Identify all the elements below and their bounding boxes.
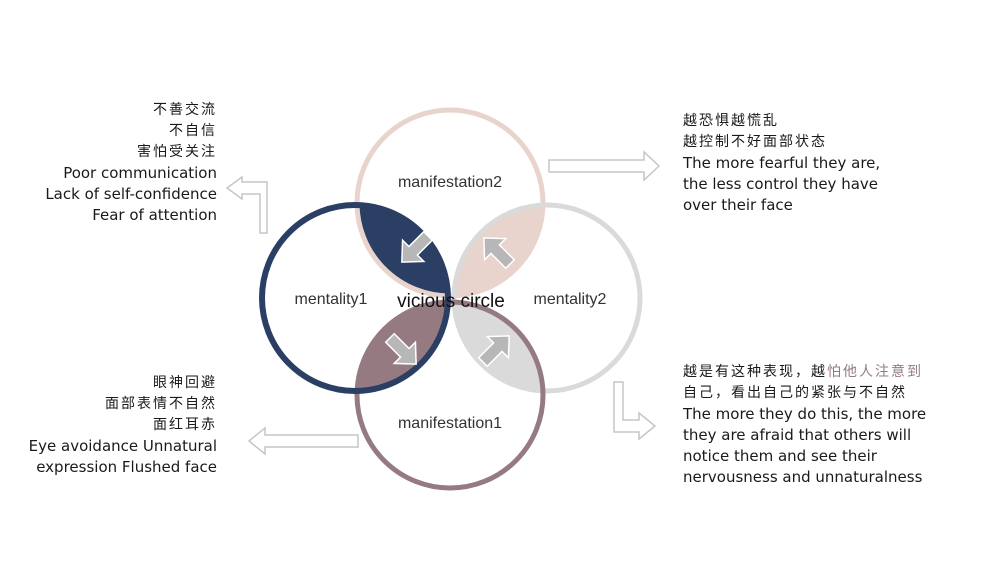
circle-mentality2 [451, 202, 643, 394]
arrow-down-right-icon [384, 332, 417, 365]
annotation-en-line: the less control they have [683, 175, 879, 193]
callout-arrow-bottom-left-icon [247, 426, 359, 456]
annotation-cn-line: 不自信 [169, 123, 217, 139]
annotation-cn-line: 越控制不好面部状态 [683, 134, 827, 150]
annotation-top-right: 越恐惧越慌乱 越控制不好面部状态 The more fearful they a… [683, 111, 880, 216]
arrow-down-left-icon [401, 230, 434, 263]
annotation-en-line: they are afraid that others will [683, 426, 912, 444]
annotation-en-line: Eye avoidance Unnatural [28, 437, 217, 455]
callout-arrow-bottom-right-icon [613, 381, 657, 441]
annotation-en-line: expression Flushed face [36, 458, 217, 476]
annotation-en-line: Lack of self-confidence [45, 185, 217, 203]
annotation-en-line: The more fearful they are, [683, 154, 881, 172]
annotation-top-left: 不善交流 不自信 害怕受关注 Poor communication Lack o… [45, 100, 217, 226]
annotation-cn-line: 越恐惧越慌乱 [683, 113, 779, 129]
circle-manifestation2 [354, 107, 546, 299]
cycle-arrows [384, 230, 516, 368]
annotation-cn-line: 自己，看出自己的紧张与不自然 [683, 385, 907, 401]
annotation-cn-line: 眼神回避 [153, 375, 217, 391]
annotation-en-line: notice them and see their [683, 447, 877, 465]
callout-arrow-top-left-icon [225, 175, 268, 234]
arrow-up-left-icon [483, 237, 516, 270]
label-manifestation2: manifestation2 [398, 174, 502, 191]
annotation-cn-line: 面部表情不自然 [105, 396, 217, 412]
annotation-en-line: Fear of attention [92, 206, 217, 224]
label-mentality1: mentality1 [295, 291, 368, 308]
annotation-cn-line: 越是有这种表现，越怕他人注意到 [683, 362, 983, 383]
annotation-en-line: over their face [683, 196, 793, 214]
annotation-bottom-left: 眼神回避 面部表情不自然 面红耳赤 Eye avoidance Unnatura… [29, 373, 217, 478]
annotation-bottom-right: 越是有这种表现，越怕他人注意到 自己，看出自己的紧张与不自然 The more … [683, 362, 983, 488]
center-label: vicious circle [397, 291, 505, 312]
callout-arrows [225, 150, 661, 456]
annotation-en-line: Poor communication [63, 164, 217, 182]
circle-manifestation1 [354, 299, 546, 491]
annotation-en-line: The more they do this, the more [683, 405, 927, 423]
annotation-cn-line: 面红耳赤 [153, 417, 217, 433]
callout-arrow-top-right-icon [548, 150, 661, 182]
annotation-en-line: nervousness and unnaturalness [683, 468, 923, 486]
annotation-cn-line: 害怕受关注 [137, 144, 217, 160]
circle-mentality1 [259, 202, 451, 394]
annotation-cn-plain: 越是有这种表现，越 [683, 364, 827, 380]
label-manifestation1: manifestation1 [398, 415, 502, 432]
annotation-cn-line: 不善交流 [153, 102, 217, 118]
label-mentality2: mentality2 [534, 291, 607, 308]
arrow-up-right-icon [477, 335, 510, 368]
annotation-cn-highlight: 怕他人注意到 [827, 364, 923, 380]
